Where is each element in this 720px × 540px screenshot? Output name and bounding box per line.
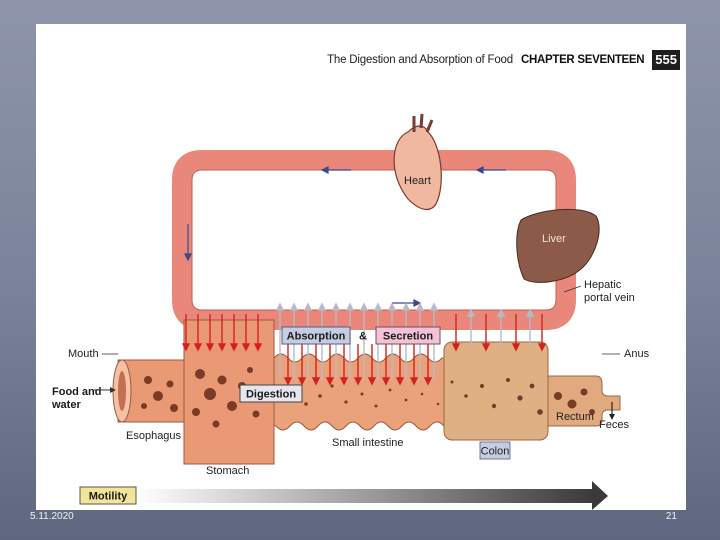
food-particles [141,367,595,428]
stomach-label: Stomach [206,465,249,477]
colon-label: Colon [481,446,510,458]
anus-label: Anus [624,348,650,360]
blood-vessel-inner-edge [191,169,557,311]
book-header: The Digestion and Absorption of Food CHA… [327,50,680,70]
food-label-line2: water [51,399,81,411]
food-label-line1: Food and [52,386,102,398]
heart-label: Heart [404,175,431,187]
motility-box: Motility [79,486,137,505]
secretion-box: Secretion [375,326,441,345]
hepatic-label-line1: Hepatic [584,279,622,291]
colon-box: Colon [479,441,511,460]
digestion-box: Digestion [239,384,303,403]
rectum-label: Rectum [556,411,594,423]
mouth-label: Mouth [68,348,99,360]
absorption-arrows [181,314,547,386]
footer-date: 5.11.2020 [30,511,74,522]
header-page-number: 555 [652,50,680,70]
digestion-label: Digestion [246,389,296,401]
hepatic-label-line2: portal vein [584,292,635,304]
liver-label: Liver [542,233,566,245]
ampersand-label: & [359,331,367,343]
motility-label: Motility [89,491,128,503]
flow-arrows [184,166,506,307]
secretion-label: Secretion [383,331,433,343]
absorption-label: Absorption [287,331,346,343]
digestive-tract [112,319,621,465]
header-chapter: CHAPTER SEVENTEEN [520,54,645,66]
esophagus-label: Esophagus [126,430,182,442]
liver-organ: Liver [516,208,600,283]
blood-vessel-loop [172,150,576,330]
header-title: The Digestion and Absorption of Food [327,54,513,66]
motility-arrow [136,481,608,510]
slide: The Digestion and Absorption of Food CHA… [36,24,686,510]
digestion-diagram: Heart Liver Hepatic portal vein [51,113,650,510]
heart-organ: Heart [393,113,442,210]
footer-slide-number: 21 [665,511,677,522]
absorption-box: Absorption [281,326,351,345]
feces-label: Feces [599,419,629,431]
small-intestine-label: Small intestine [332,437,404,449]
